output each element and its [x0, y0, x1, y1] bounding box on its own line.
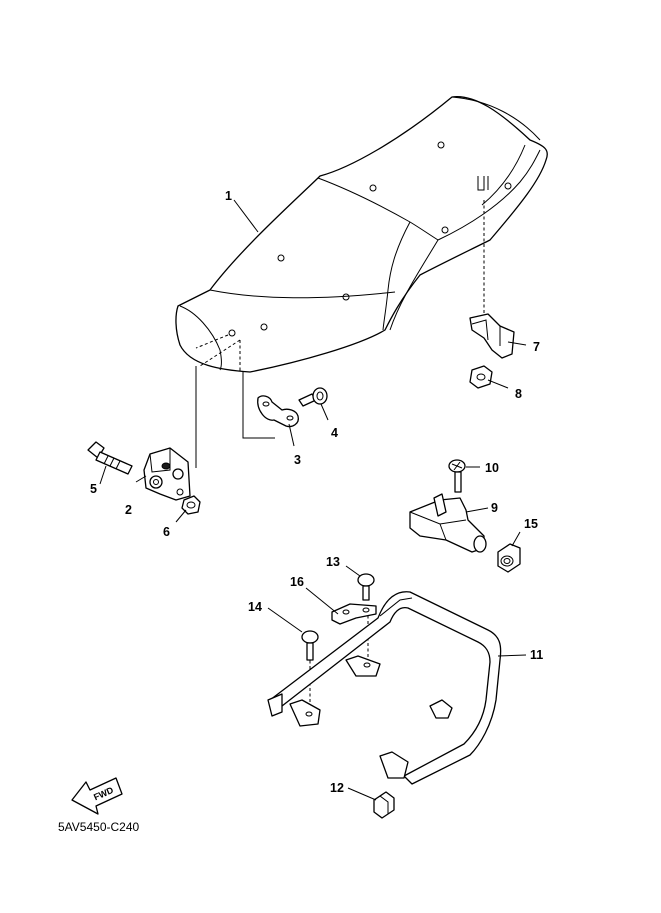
- callout-8: 8: [515, 387, 522, 401]
- seat-part: [175, 96, 548, 373]
- callout-1: 1: [225, 189, 232, 203]
- leader-lines: [99, 199, 527, 801]
- rear-clip-part: [469, 313, 515, 359]
- callout-6: 6: [163, 525, 170, 539]
- fwd-arrow-icon: FWD: [71, 777, 123, 815]
- callout-11: 11: [530, 648, 543, 662]
- callout-10: 10: [485, 461, 499, 475]
- screw-part: [298, 387, 328, 407]
- end-cap-part: [373, 791, 395, 819]
- callout-5: 5: [90, 482, 97, 496]
- callout-labels: 1 2 3 4 5 6 7 8 9 10 11 12 13 14 15 16: [90, 189, 543, 795]
- callout-9: 9: [491, 501, 498, 515]
- diagram-code: 5AV5450-C240: [58, 820, 139, 834]
- rear-nut-part: [469, 365, 493, 389]
- callout-16: 16: [290, 575, 304, 589]
- callout-7: 7: [533, 340, 540, 354]
- callout-12: 12: [330, 781, 344, 795]
- lock-bolt-part: [448, 459, 466, 493]
- seat-hole-marks: [228, 141, 512, 337]
- seat-lock-part: [409, 493, 487, 553]
- seat-bracket-part: [257, 395, 299, 428]
- lock-nut-part: [497, 543, 521, 573]
- bolt-part: [87, 441, 133, 475]
- callout-3: 3: [294, 453, 301, 467]
- grab-bar-part: [267, 591, 502, 785]
- callout-4: 4: [331, 426, 338, 440]
- front-bracket-part: [143, 447, 191, 501]
- stay-part: [331, 603, 377, 625]
- callout-13: 13: [326, 555, 340, 569]
- callout-15: 15: [524, 517, 538, 531]
- callout-14: 14: [248, 600, 262, 614]
- grab-bar-bolt-13: [357, 573, 375, 601]
- front-nut-part: [181, 495, 201, 515]
- callout-2: 2: [125, 503, 132, 517]
- grab-bar-bolt-14: [301, 630, 319, 661]
